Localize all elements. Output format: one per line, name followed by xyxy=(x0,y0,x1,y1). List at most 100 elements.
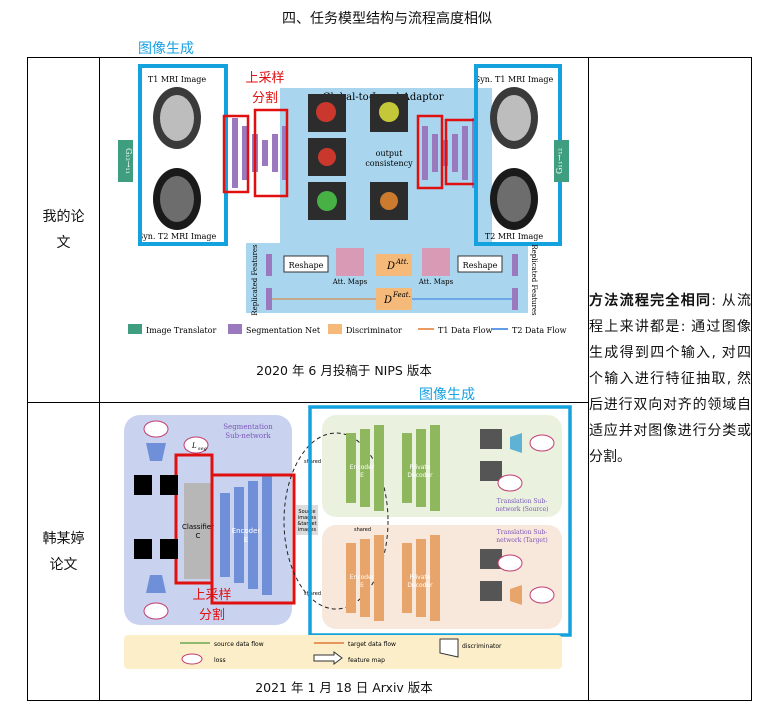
source-decoder xyxy=(402,425,440,511)
d-feat-label: D xyxy=(383,295,392,306)
seg-subnet-title2: Sub-network xyxy=(225,432,271,440)
target-encoder xyxy=(346,535,384,621)
d-att-box xyxy=(376,254,412,276)
target-encoder-e: E xyxy=(360,582,364,589)
loss-adv-top xyxy=(143,420,169,438)
syn-t1-texture xyxy=(497,95,531,141)
legend-disc-swatch xyxy=(328,324,342,334)
translation-target-title: Translation Sub- xyxy=(497,529,547,536)
loss-rec-source xyxy=(497,474,523,492)
figure-cell-mine: Global-to-Local Adaptor G₁₂→₁₁ T1 MRI Im… xyxy=(99,57,589,403)
source-recon-2 xyxy=(480,461,502,481)
legend-segnet-swatch xyxy=(228,324,242,334)
legend-segnet: Segmentation Net xyxy=(246,326,321,335)
seg-subnet-title: Segmentation xyxy=(223,423,273,431)
target-recon-1 xyxy=(480,549,502,569)
loss-adv-bottom xyxy=(143,602,169,620)
source-encoder xyxy=(346,425,384,511)
red-box-right-1 xyxy=(416,114,444,190)
blue-box-left xyxy=(138,64,228,246)
dpi-top xyxy=(146,443,166,461)
dt-discriminator xyxy=(510,585,522,605)
legend-loss-shape xyxy=(181,653,203,665)
pred-img-1 xyxy=(134,475,152,495)
t2-mri-label: T2 MRI Image xyxy=(485,232,544,241)
classifier-block xyxy=(184,483,212,579)
output-label: output xyxy=(376,149,403,158)
red-label-segment-1: 分割 xyxy=(252,90,278,106)
legend-target-flow: target data flow xyxy=(348,641,396,648)
legend-feature-arrow xyxy=(313,651,343,665)
source-images-label2: images xyxy=(298,515,317,521)
red-box-left-2 xyxy=(253,108,289,198)
loss-seg-sub: seg xyxy=(198,446,207,452)
replicated-right: Replicated Features xyxy=(530,244,538,316)
translation-target-title2: network (Target) xyxy=(496,537,547,544)
att-maps-right-label: Att. Maps xyxy=(418,278,454,286)
reshape-right xyxy=(457,255,503,273)
red-box-left-1 xyxy=(222,114,250,194)
source-images-label: Source xyxy=(298,509,315,515)
heatmap-1-hot xyxy=(316,102,336,122)
row-label-mine: 我的论文 xyxy=(27,57,100,403)
translator-left-label: G₁₂→₁₁ xyxy=(124,148,133,174)
d-feat-box xyxy=(376,288,412,310)
att-maps-left xyxy=(336,248,364,276)
feature-bar-left-2 xyxy=(266,288,272,310)
source-encoder-e: E xyxy=(360,472,364,479)
legend-translator-swatch xyxy=(128,324,142,334)
t1-mri-label: T1 MRI Image xyxy=(148,75,207,84)
att-maps-right xyxy=(422,248,450,276)
target-images-label: &target xyxy=(297,521,316,527)
translator-right xyxy=(554,140,569,182)
row-label-text: 我的论文 xyxy=(42,209,85,251)
shared-label-2: shared xyxy=(354,527,371,533)
shared-dashed-ellipse xyxy=(283,432,389,610)
target-images-label2: images xyxy=(298,527,317,533)
consistency-label: consistency xyxy=(365,159,413,168)
encoder-e: E xyxy=(244,536,248,544)
d-feat-sup: Feat. xyxy=(392,291,411,299)
translation-source-title2: network (Source) xyxy=(495,506,548,513)
replicated-left: Replicated Features xyxy=(251,244,259,316)
target-decoder-label2: Decoder xyxy=(407,582,433,589)
heatmap-5-hot xyxy=(380,192,398,210)
figure-caption-mine: 2020 年 6 月投稿于 NIPS 版本 xyxy=(256,363,432,378)
source-images-box xyxy=(296,505,318,535)
loss-seg-label: L xyxy=(191,442,197,450)
feature-bar-right-2 xyxy=(512,288,518,310)
d-att-label: D xyxy=(386,261,395,272)
heatmap-3-hot xyxy=(318,148,336,166)
description-text: : 从流程上来讲都是: 通过图像生成得到四个输入, 对四个输入进行特征抽取, 然… xyxy=(589,293,751,465)
source-recon-1 xyxy=(480,429,502,449)
legend-t1flow: T1 Data Flow xyxy=(438,326,493,335)
reshape-left xyxy=(283,255,329,273)
att-maps-left-label: Att. Maps xyxy=(332,278,368,286)
encoder-blocks xyxy=(220,475,272,595)
pred-img-4 xyxy=(160,539,178,559)
table-row: 韩某婷论文 Segmentation Sub-network Translati… xyxy=(27,402,752,701)
legend-source-flow: source data flow xyxy=(214,641,264,648)
syn-t2-texture xyxy=(160,176,194,222)
figure-nips: Global-to-Local Adaptor G₁₂→₁₁ T1 MRI Im… xyxy=(118,64,569,335)
heatmap-4-hot xyxy=(317,191,337,211)
legend-translator: Image Translator xyxy=(146,326,216,335)
encoder-label: Encoder xyxy=(232,527,261,535)
row-label-text: 韩某婷论文 xyxy=(42,530,85,573)
target-encoder-label: Encoder xyxy=(350,574,375,581)
legend-loss: loss xyxy=(214,657,226,664)
d-att-sup: Att. xyxy=(395,258,409,266)
translator-right-label: G₁₁→₁₂ xyxy=(555,148,564,174)
classifier-c: C xyxy=(196,532,201,540)
legend-disc: Discriminator xyxy=(346,326,402,335)
heatmap-2-hot xyxy=(379,102,399,122)
reshape-left-label: Reshape xyxy=(289,261,324,270)
dpi-bottom xyxy=(146,575,166,593)
legend-disc-shape xyxy=(439,638,459,658)
target-recon-2 xyxy=(480,581,502,601)
description-cell: 方法流程完全相同: 从流程上来讲都是: 通过图像生成得到四个输入, 对四个输入进… xyxy=(588,57,752,701)
loss-adv-source xyxy=(529,434,555,452)
classifier-label: Classifier xyxy=(182,523,214,531)
legend-feature-map: feature map xyxy=(348,657,385,664)
pred-img-2 xyxy=(160,475,178,495)
